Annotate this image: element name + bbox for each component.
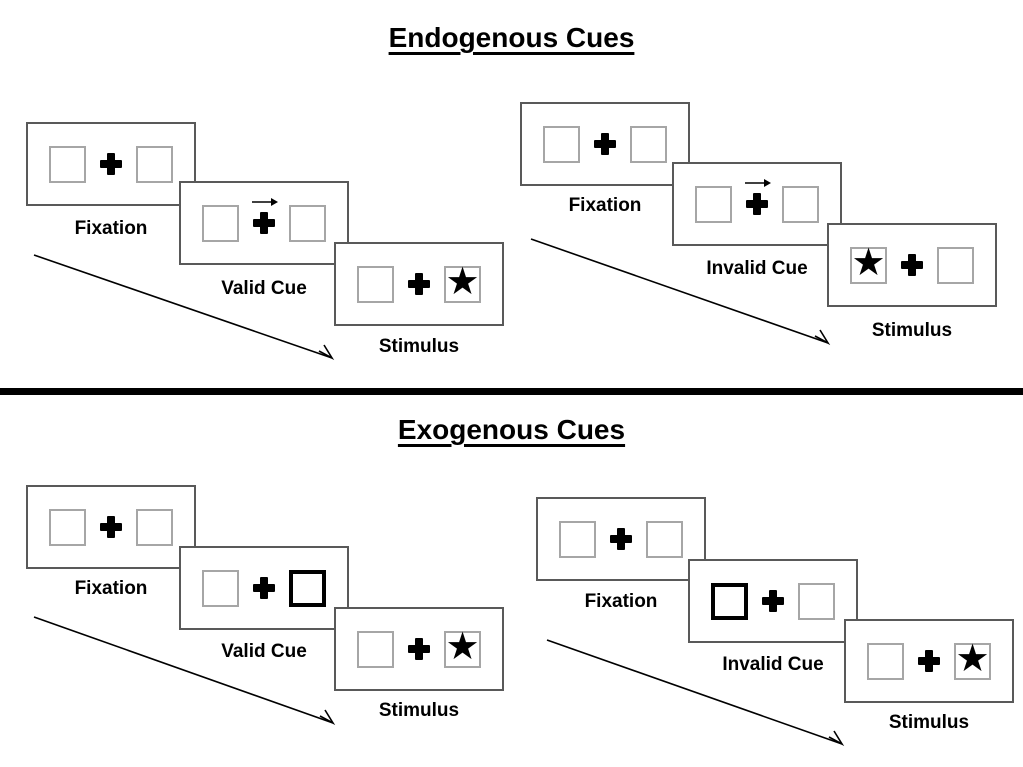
frame-label: Fixation <box>74 578 148 599</box>
frame-label: Stimulus <box>378 336 460 357</box>
frame-label: Stimulus <box>871 320 953 341</box>
star-icon: ★ <box>851 242 886 284</box>
left-placeholder-box <box>695 185 732 223</box>
section-divider <box>0 388 1023 395</box>
fixation-cross-icon <box>408 638 430 660</box>
frame-label: Stimulus <box>378 700 460 721</box>
right-arrow-icon <box>745 179 771 187</box>
sequence-arrow <box>33 616 336 726</box>
right-placeholder-box <box>630 125 667 163</box>
valid-cue-card <box>179 181 349 265</box>
frame-label: Fixation <box>584 591 658 612</box>
right-placeholder-box <box>937 246 974 284</box>
right-highlighted-cue-box <box>289 569 326 607</box>
right-placeholder-box <box>646 520 683 558</box>
sequence-arrow <box>33 254 335 361</box>
frame-label: Valid Cue <box>221 278 307 299</box>
right-placeholder-box <box>136 508 173 546</box>
stimulus-card: ★ <box>334 607 504 691</box>
section-title-exogenous: Exogenous Cues <box>0 414 1023 446</box>
fixation-cross-with-cue <box>745 179 771 215</box>
section-title-exogenous-text: Exogenous Cues <box>397 414 626 445</box>
fixation-cross-icon <box>100 153 122 175</box>
left-placeholder-box <box>202 569 239 607</box>
frame-label: Invalid Cue <box>722 654 824 675</box>
star-icon: ★ <box>955 638 990 680</box>
fixation-card <box>26 122 196 206</box>
fixation-cross-icon <box>901 254 923 276</box>
right-placeholder-box <box>798 582 835 620</box>
invalid-cue-card <box>672 162 842 246</box>
stimulus-card: ★ <box>844 619 1014 703</box>
left-placeholder-box <box>49 508 86 546</box>
stimulus-card: ★ <box>827 223 997 307</box>
frame-label: Invalid Cue <box>706 258 808 279</box>
fixation-cross-icon <box>918 650 940 672</box>
fixation-cross-icon <box>610 528 632 550</box>
fixation-card <box>536 497 706 581</box>
left-placeholder-box <box>357 265 394 303</box>
left-placeholder-box <box>357 630 394 668</box>
fixation-cross-icon <box>762 590 784 612</box>
fixation-cross-icon <box>594 133 616 155</box>
star-icon: ★ <box>445 261 480 303</box>
frame-label: Stimulus <box>888 712 970 733</box>
fixation-card <box>520 102 690 186</box>
left-placeholder-box <box>867 642 904 680</box>
fixation-cross-icon <box>253 577 275 599</box>
sequence-arrow <box>530 238 831 346</box>
frame-label: Valid Cue <box>221 641 307 662</box>
frame-label: Fixation <box>74 218 148 239</box>
invalid-cue-card <box>688 559 858 643</box>
frame-label: Fixation <box>568 195 642 216</box>
right-stimulus-box: ★ <box>954 638 991 680</box>
valid-cue-card <box>179 546 349 630</box>
stimulus-card: ★ <box>334 242 504 326</box>
right-arrow-icon <box>252 198 278 206</box>
right-stimulus-box: ★ <box>444 626 481 668</box>
left-placeholder-box <box>543 125 580 163</box>
right-placeholder-box <box>136 145 173 183</box>
left-placeholder-box <box>202 204 239 242</box>
fixation-cross-with-cue <box>252 198 278 234</box>
right-stimulus-box: ★ <box>444 261 481 303</box>
right-placeholder-box <box>782 185 819 223</box>
left-stimulus-box: ★ <box>850 242 887 284</box>
section-title-endogenous-text: Endogenous Cues <box>388 22 635 53</box>
sequence-arrow <box>546 639 845 747</box>
fixation-cross-icon <box>100 516 122 538</box>
left-highlighted-cue-box <box>711 582 748 620</box>
right-placeholder-box <box>289 204 326 242</box>
left-placeholder-box <box>49 145 86 183</box>
left-placeholder-box <box>559 520 596 558</box>
section-title-endogenous: Endogenous Cues <box>0 22 1023 54</box>
star-icon: ★ <box>445 626 480 668</box>
fixation-cross-icon <box>408 273 430 295</box>
fixation-card <box>26 485 196 569</box>
